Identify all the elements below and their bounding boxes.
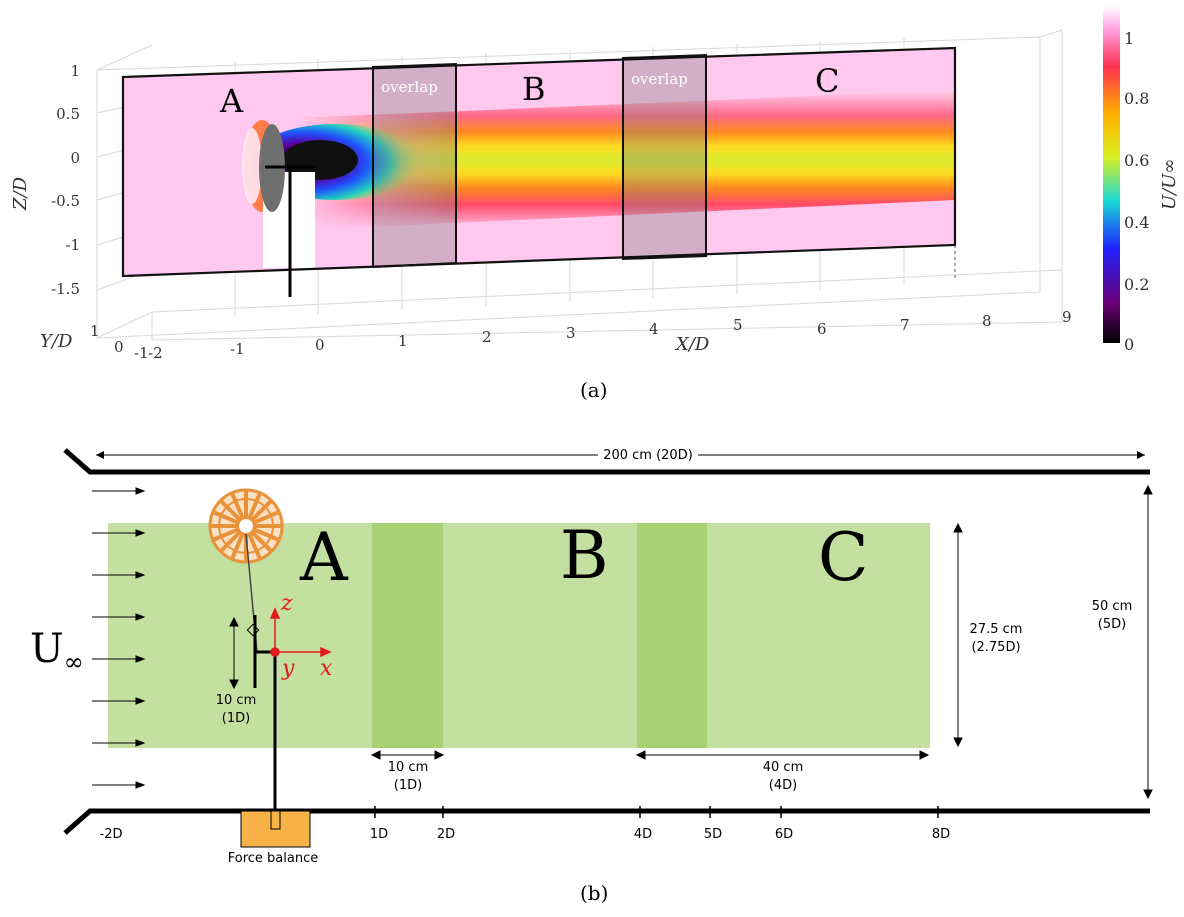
window-height-label-1: 27.5 cm (970, 622, 1023, 637)
panel-a: A B C overlap overlap 1 0.5 0 -0.5 -1 -1… (10, 6, 1180, 402)
axis-z-label: z (280, 591, 293, 616)
rotor-dimension (229, 616, 239, 690)
rotor-dim-label-2: (1D) (222, 711, 250, 726)
colorbar-ticks: 1 0.8 0.6 0.4 0.2 0 (1124, 29, 1149, 354)
window-height-dimension (953, 522, 963, 748)
z-tick: 1 (70, 62, 80, 80)
axis-x-label: x (320, 656, 333, 681)
channel-width-label-2: (5D) (1098, 617, 1126, 632)
force-balance-label: Force balance (228, 851, 319, 866)
z-tick: -0.5 (51, 192, 80, 210)
colorbar-tick: 0.4 (1124, 213, 1149, 232)
station-label: 5D (704, 827, 722, 842)
station-label: -2D (100, 827, 123, 842)
region-c-dim-label-1: 40 cm (763, 760, 804, 775)
freestream-label: U∞ (30, 626, 84, 676)
z-tick: 0 (70, 149, 80, 167)
y-tick-labels: 1 0 -1 (90, 322, 149, 362)
velocity-field (121, 46, 957, 297)
station-label: 8D (932, 827, 950, 842)
station-label: 1D (370, 827, 388, 842)
colorbar-label: U/U∞ (1159, 159, 1180, 210)
colorbar-tick: 1 (1124, 29, 1134, 48)
x-tick-labels: -2 -1 0 1 2 3 4 5 6 7 8 9 (148, 308, 1072, 362)
colorbar-tick: 0.2 (1124, 275, 1149, 294)
freestream-subscript: ∞ (64, 648, 84, 676)
z-axis-label: Z/D (10, 176, 31, 211)
x-tick: 2 (482, 328, 492, 346)
station-label: 4D (634, 827, 652, 842)
y-tick: -1 (134, 344, 149, 362)
overlap-dim-label-2: (1D) (394, 778, 422, 793)
station-ticks (374, 806, 939, 818)
caption-b: (b) (580, 881, 608, 905)
x-tick: -2 (148, 344, 163, 362)
x-tick: -1 (230, 340, 245, 358)
colorbar-tick: 0.8 (1124, 89, 1149, 108)
x-tick: 7 (900, 316, 910, 334)
colorbar-tick: 0 (1124, 335, 1134, 354)
region-c-label: C (815, 62, 839, 100)
colorbar (1103, 6, 1120, 343)
inflow-arrows (92, 487, 146, 789)
x-axis-label: X/D (674, 334, 710, 355)
station-labels: -2D 1D 2D 4D 5D 6D 8D (100, 827, 951, 842)
region-c-dimension (635, 750, 930, 760)
station-label: 2D (437, 827, 455, 842)
x-tick: 8 (982, 312, 992, 330)
y-tick: 0 (114, 338, 124, 356)
region-b-label: B (522, 70, 546, 108)
z-tick: -1.5 (51, 280, 80, 298)
x-tick: 3 (566, 324, 576, 342)
rotor-dim-label-1: 10 cm (216, 693, 257, 708)
overlap-strip-bc (637, 523, 707, 748)
panel-b: 200 cm (20D) A B C U∞ (30, 445, 1153, 905)
region-a-label-b: A (299, 519, 349, 596)
z-tick: 0.5 (56, 105, 80, 123)
region-a-label: A (219, 82, 244, 120)
overlap-dim-label-1: 10 cm (388, 760, 429, 775)
caption-a: (a) (580, 378, 608, 402)
region-c-label-b: C (818, 519, 869, 596)
x-tick: 5 (733, 316, 743, 334)
x-tick: 6 (817, 320, 827, 338)
region-c-dim-label-2: (4D) (769, 778, 797, 793)
channel-width-label-1: 50 cm (1092, 599, 1133, 614)
station-label: 6D (775, 827, 793, 842)
overlap-dimension (370, 750, 445, 760)
x-tick: 0 (315, 336, 325, 354)
length-label: 200 cm (20D) (603, 448, 693, 463)
y-axis-label: Y/D (40, 331, 73, 352)
x-tick: 1 (398, 332, 408, 350)
channel-width-dimension (1143, 484, 1153, 800)
window-height-label-2: (2.75D) (971, 640, 1020, 655)
z-tick: -1 (65, 236, 80, 254)
region-b-label-b: B (560, 517, 609, 594)
freestream-symbol: U (30, 626, 64, 672)
coordinate-system (269, 607, 332, 658)
colorbar-tick: 0.6 (1124, 151, 1149, 170)
overlap-label-2: overlap (631, 70, 688, 88)
channel-walls (63, 448, 1150, 835)
y-tick: 1 (90, 322, 100, 340)
x-tick: 9 (1062, 308, 1072, 326)
z-tick-labels: 1 0.5 0 -0.5 -1 -1.5 (51, 62, 80, 298)
overlap-label-1: overlap (381, 78, 438, 96)
x-tick: 4 (649, 320, 659, 338)
overlap-strip-ab (372, 523, 443, 748)
axis-y-label: y (281, 656, 295, 681)
